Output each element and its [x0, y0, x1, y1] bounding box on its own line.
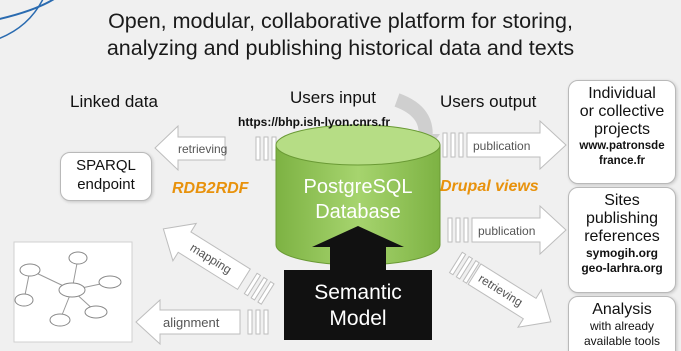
- sparql-endpoint-box: SPARQL endpoint: [60, 152, 152, 201]
- semantic-model-line-2: Model: [329, 307, 387, 330]
- header-users-input: Users input: [290, 88, 376, 107]
- sparql-line-1: SPARQL: [76, 157, 136, 174]
- title-line-1: Open, modular, collaborative platform fo…: [108, 9, 573, 33]
- projects-url-2: france.fr: [598, 155, 646, 167]
- sites-url-1: symogih.org: [585, 246, 658, 260]
- projects-line-1: Individual: [588, 85, 656, 102]
- database-line-2: Database: [315, 201, 401, 223]
- arrow-alignment: alignment: [135, 298, 269, 346]
- arrow-label-publication-top: publication: [473, 139, 530, 153]
- sites-line-3: references: [584, 228, 660, 245]
- projects-box: Individual or collective projects www.pa…: [568, 80, 676, 184]
- arrow-label-alignment: alignment: [163, 315, 220, 330]
- platform-url: https://bhp.ish-lyon.cnrs.fr: [238, 115, 390, 129]
- header-linked-data: Linked data: [70, 92, 158, 111]
- network-graph-thumbnail: [13, 241, 133, 343]
- drupal-views-label: Drupal views: [440, 178, 539, 195]
- arrow-mapping: mapping: [162, 222, 275, 305]
- arrow-retrieving-right: retrieving: [448, 251, 552, 328]
- rdb2rdf-label: RDB2RDF: [172, 180, 249, 197]
- projects-url-1: www.patronsde: [579, 140, 665, 152]
- sites-line-1: Sites: [604, 192, 640, 209]
- analysis-box: Analysis with already available tools: [568, 296, 676, 351]
- sites-line-2: publishing: [585, 210, 659, 227]
- corner-swoosh: [0, 0, 55, 20]
- semantic-model-arrow: [284, 226, 432, 340]
- analysis-line-2: with already: [589, 319, 655, 333]
- arrow-publication-top: publication: [442, 119, 567, 171]
- sites-url-2: geo-larhra.org: [581, 261, 663, 275]
- sites-box: Sites publishing references symogih.org …: [568, 187, 676, 293]
- sparql-line-2: endpoint: [77, 176, 135, 193]
- database-line-1: PostgreSQL: [303, 176, 413, 198]
- arrow-label-publication-mid: publication: [478, 224, 535, 238]
- semantic-model-line-1: Semantic: [314, 281, 402, 304]
- analysis-line-3: available tools: [583, 334, 661, 348]
- arrow-publication-mid: publication: [447, 204, 567, 256]
- projects-line-3: projects: [593, 121, 651, 138]
- header-users-output: Users output: [440, 92, 537, 111]
- arrow-label-retrieving-left: retrieving: [178, 142, 227, 156]
- projects-line-2: or collective: [579, 103, 665, 120]
- title-line-2: analyzing and publishing historical data…: [106, 36, 575, 60]
- arrow-retrieving-left: retrieving: [154, 124, 277, 172]
- corner-swoosh-2: [0, 0, 44, 39]
- analysis-line-1: Analysis: [592, 301, 652, 318]
